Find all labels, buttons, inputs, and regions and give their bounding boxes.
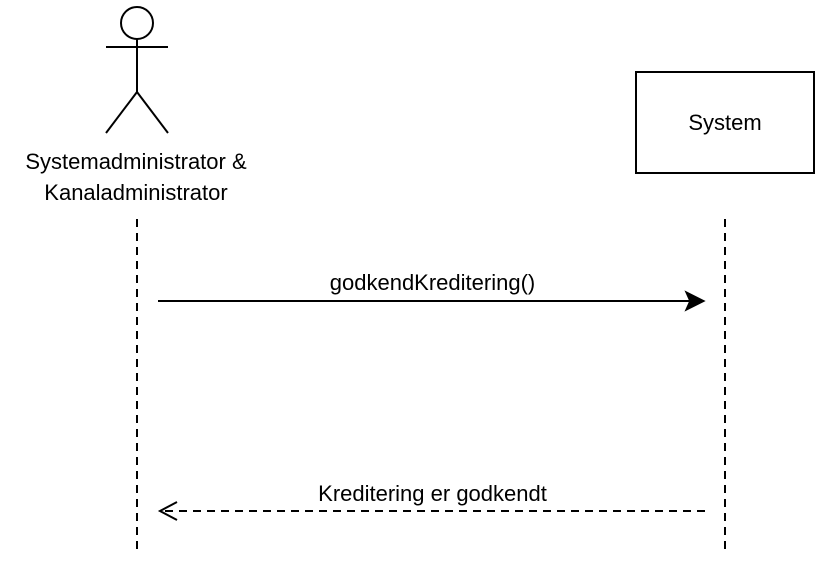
message-arrow-return: [157, 501, 705, 521]
actor-label-line2: Kanaladministrator: [44, 180, 228, 205]
arrowhead-filled-icon: [684, 290, 706, 312]
actor-left-leg: [105, 91, 138, 134]
arrowhead-open-icon: [157, 501, 178, 521]
system-label: System: [688, 109, 762, 135]
message-label-return: Kreditering er godkendt: [318, 481, 547, 506]
system-lifeline-box: System: [635, 71, 815, 174]
message-arrow-godkend: [158, 290, 706, 312]
actor-label-line1: Systemadministrator &: [25, 149, 247, 174]
actor-right-leg: [136, 91, 169, 134]
actor-label: Systemadministrator & Kanaladministrator: [0, 146, 272, 208]
actor-head: [120, 6, 154, 40]
actor-stick-figure-icon: [105, 6, 169, 134]
message-label-godkend: godkendKreditering(): [329, 270, 536, 295]
